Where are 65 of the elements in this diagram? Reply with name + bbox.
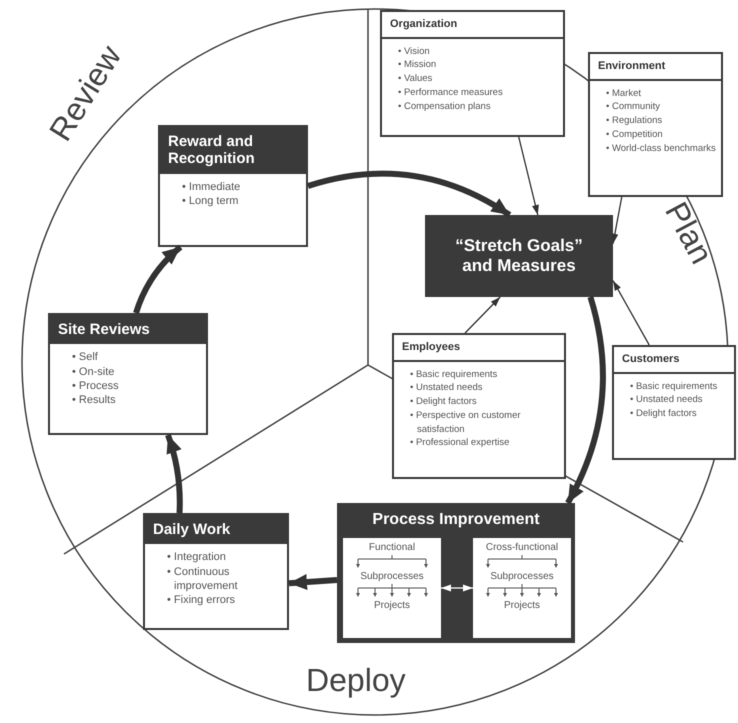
input-box xyxy=(380,10,565,137)
panel-text: Functional xyxy=(368,542,416,553)
sub-panel xyxy=(343,538,441,638)
arrow xyxy=(165,434,183,514)
arrow xyxy=(464,296,501,334)
phase-label: Plan xyxy=(657,196,720,270)
bullet-item: • Continuous improvement xyxy=(167,564,239,594)
box-heading: Site Reviews xyxy=(50,315,206,344)
bullet-item: • Compensation plans xyxy=(398,100,492,114)
bullet-item: • On-site xyxy=(72,364,116,379)
bullet-item: • Community xyxy=(606,100,662,114)
arrow xyxy=(565,296,606,504)
panel-text: Subprocesses xyxy=(360,571,424,582)
arrow xyxy=(611,196,622,244)
bullet-item: • Integration xyxy=(167,550,227,565)
bullet-item: • Immediate xyxy=(182,180,242,194)
bullet-item: • Professional expertise xyxy=(410,436,510,450)
panel-text: Projects xyxy=(374,600,410,611)
bullet-item: • Self xyxy=(72,350,99,365)
box-heading: Environment xyxy=(590,54,721,81)
step-box xyxy=(158,125,308,247)
box-heading: Organization xyxy=(382,12,563,39)
bullet-item: • Mission xyxy=(398,58,438,72)
bullet-item: • Fixing errors xyxy=(167,593,236,608)
box-heading: Reward and Recognition xyxy=(160,127,306,174)
sub-panel xyxy=(473,538,571,638)
panel-text: Cross-functional xyxy=(486,542,558,553)
input-box xyxy=(612,345,736,460)
goal-box xyxy=(425,215,613,297)
bullet-item: • Results xyxy=(72,393,117,408)
arrow xyxy=(133,244,182,314)
process-box xyxy=(337,503,575,643)
arrow xyxy=(441,584,473,592)
arrow xyxy=(612,280,650,346)
bullet-item: • Perspective on customer satisfaction xyxy=(410,408,522,436)
box-heading: Process Improvement xyxy=(371,510,541,530)
bullet-item: • Unstated needs xyxy=(630,393,704,408)
panel-text: Projects xyxy=(504,600,540,611)
bullet-item: • Unstated needs xyxy=(410,381,484,396)
bullet-item: • Long term xyxy=(182,194,240,208)
bullet-item: • Delight factors xyxy=(410,395,478,409)
input-box xyxy=(392,333,566,479)
box-heading: Daily Work xyxy=(145,515,287,544)
bullet-item: • Competition xyxy=(606,128,664,142)
step-box xyxy=(48,313,208,435)
bullet-item: • Values xyxy=(398,72,434,86)
bullet-item: • Basic requirements xyxy=(410,368,498,382)
bullet-item: • Process xyxy=(72,378,120,394)
arrow xyxy=(288,574,338,590)
bullet-item: • Market xyxy=(606,86,642,100)
box-heading: “Stretch Goals” and Measures xyxy=(454,236,584,276)
bullet-item: • Delight factors xyxy=(630,407,698,421)
step-box xyxy=(143,513,289,630)
input-box xyxy=(588,52,723,197)
bullet-item: • World-class benchmarks xyxy=(606,142,717,156)
bullet-item: • Performance measures xyxy=(398,86,504,100)
panel-text: Subprocesses xyxy=(490,571,554,582)
bullet-item: • Basic requirements xyxy=(630,380,718,394)
bullet-item: • Vision xyxy=(398,44,431,58)
arrow xyxy=(307,170,512,218)
phase-label: Deploy xyxy=(306,662,406,699)
bullet-item: • Regulations xyxy=(606,114,664,128)
box-heading: Employees xyxy=(394,335,564,362)
box-heading: Customers xyxy=(614,347,734,374)
arrow xyxy=(518,136,539,216)
